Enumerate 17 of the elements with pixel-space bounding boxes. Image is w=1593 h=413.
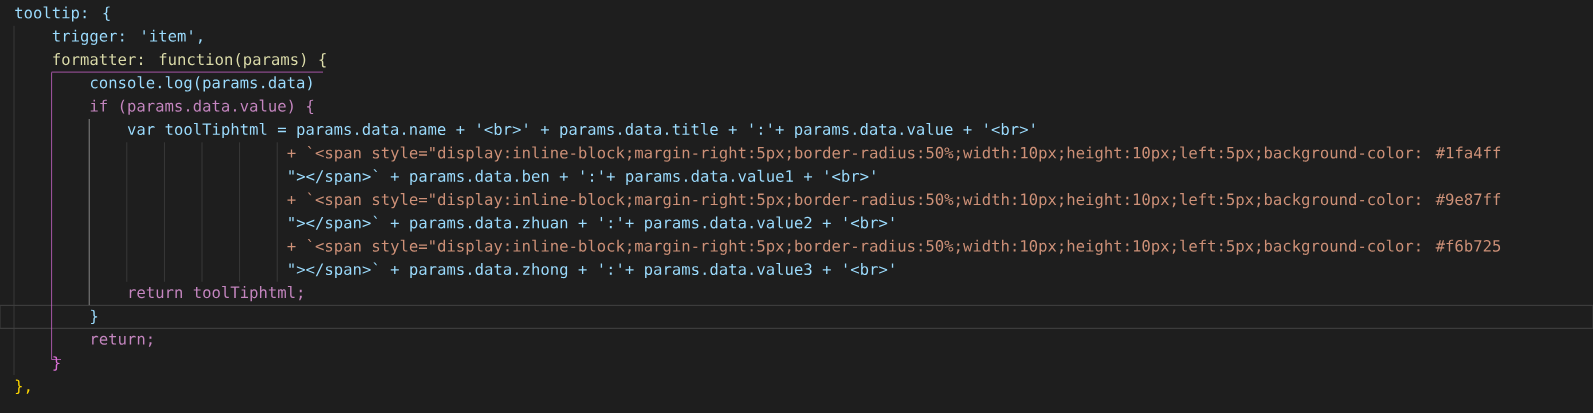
code-line: "></span>` + params.data.ben + ':'+ params.data.value1 + '<br>' [289, 169, 875, 185]
code-line: tooltip: { [15, 6, 110, 22]
code-line: } [53, 356, 60, 371]
code-line: "></span>` + params.data.zhuan + ':'+ params.data.value2 + '<br>' [289, 215, 894, 232]
code-line: trigger: 'item', [52, 29, 202, 45]
code-line: console.log(params.data) [90, 76, 312, 92]
code-line: formatter: function(params) { [53, 53, 326, 69]
code-line: } [91, 309, 98, 325]
code-line: return; [92, 333, 152, 347]
code-line: var toolTiphtml = params.data.name + '<br>' + params.data.title + ':'+ params.data.value + '<br>' [127, 122, 1034, 139]
code-line: return toolTiphtml; [129, 286, 302, 302]
code-line: + `<span style="display:inline-block;margin-right:5px;border-radius:50%;width:10px;height:10px;left:5px;background-color: #f6b725 [287, 239, 1501, 255]
code-line: }, [15, 379, 30, 394]
code-line: + `<span style="display:inline-block;margin-right:5px;border-radius:50%;width:10px;height:10px;left:5px;background-color: #9e87ff [287, 192, 1501, 209]
code-line: if (params.data.value) { [90, 99, 314, 115]
code-line: + `<span style="display:inline-block;margin-right:5px;border-radius:50%;width:10px;height:10px;left:5px;background-color: #1fa4ff [287, 145, 1501, 162]
code-line: "></span>` + params.data.zhong + ':'+ params.data.value3 + '<br>' [289, 262, 894, 279]
